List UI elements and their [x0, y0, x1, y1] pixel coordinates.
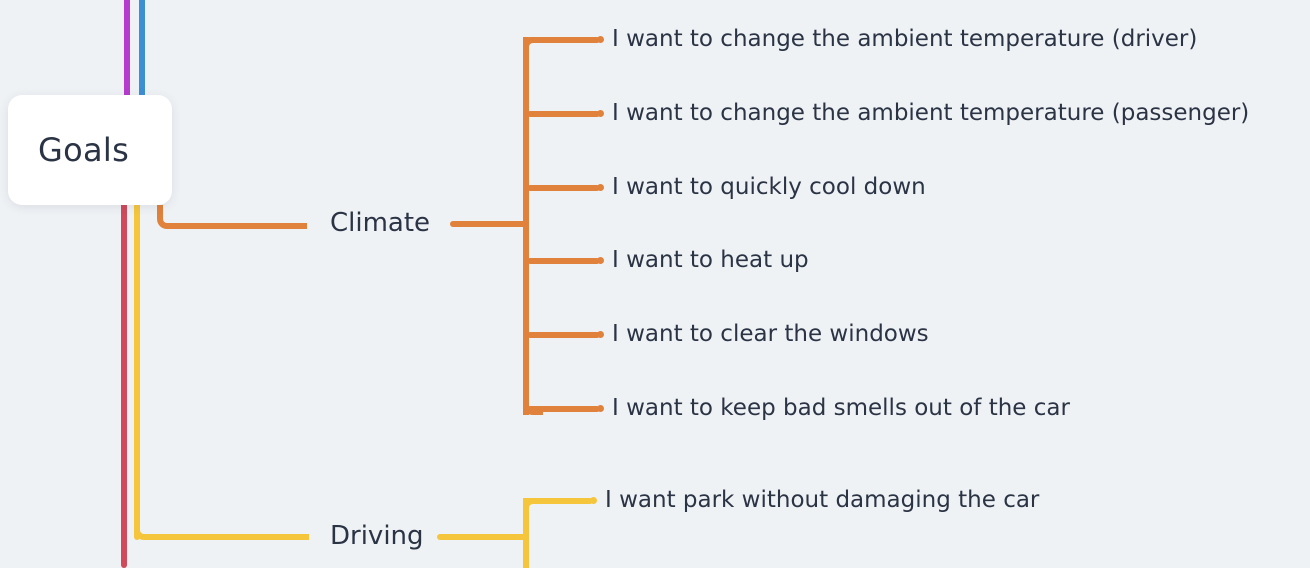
- leaf-connector-climate-5: [527, 406, 600, 412]
- branch-label-climate[interactable]: Climate: [330, 208, 431, 238]
- leaf-connector-driving-0: [527, 498, 593, 504]
- leaf-dot-driving-0: [590, 497, 597, 504]
- root-node-goals[interactable]: Goals: [8, 95, 172, 205]
- driving-spine: [523, 498, 529, 568]
- trunk-line-red: [121, 198, 127, 568]
- leaf-dot-climate-4: [597, 331, 604, 338]
- branch-connector-climate: [157, 205, 307, 229]
- leaf-connector-climate-4: [527, 332, 600, 338]
- climate-spine-bottom-corner: [523, 395, 543, 415]
- leaf-dot-climate-0: [597, 36, 604, 43]
- root-node-label: Goals: [38, 131, 130, 169]
- leaf-label-climate-1[interactable]: I want to change the ambient temperature…: [612, 100, 1250, 126]
- climate-spine: [523, 37, 529, 415]
- leaf-label-driving-0[interactable]: I want park without damaging the car: [605, 487, 1040, 513]
- leaf-label-climate-0[interactable]: I want to change the ambient temperature…: [612, 26, 1198, 52]
- branch-stem-climate: [450, 221, 529, 227]
- leaf-connector-climate-1: [527, 111, 600, 117]
- leaf-label-climate-3[interactable]: I want to heat up: [612, 247, 809, 273]
- branch-stem-driving: [437, 534, 529, 540]
- leaf-connector-climate-3: [527, 258, 600, 264]
- trunk-line-blue: [139, 0, 145, 102]
- trunk-line-yellow: [134, 198, 140, 540]
- leaf-label-climate-2[interactable]: I want to quickly cool down: [612, 174, 926, 200]
- leaf-dot-climate-2: [597, 184, 604, 191]
- leaf-label-climate-5[interactable]: I want to keep bad smells out of the car: [612, 395, 1070, 421]
- leaf-dot-climate-1: [597, 110, 604, 117]
- branch-connector-driving: [134, 515, 309, 540]
- leaf-connector-climate-2: [527, 185, 600, 191]
- leaf-label-climate-4[interactable]: I want to clear the windows: [612, 321, 929, 347]
- leaf-dot-climate-5: [597, 405, 604, 412]
- leaf-dot-climate-3: [597, 257, 604, 264]
- trunk-line-purple: [124, 0, 130, 102]
- leaf-connector-climate-0: [527, 37, 600, 43]
- branch-label-driving[interactable]: Driving: [330, 521, 424, 551]
